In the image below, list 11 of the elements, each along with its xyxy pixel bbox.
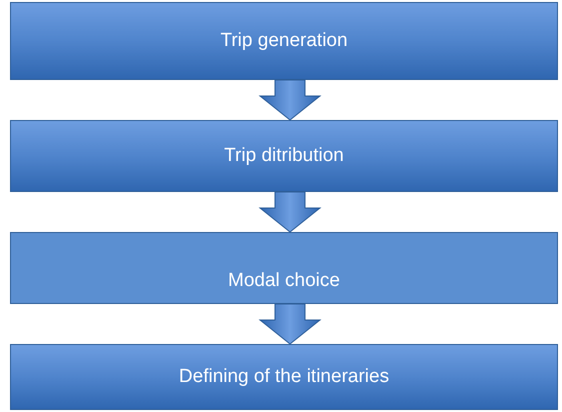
- process-box: [10, 232, 558, 304]
- step-label: Defining of the itineraries: [178, 364, 390, 389]
- step-label: Modal choice: [228, 268, 340, 292]
- process-box: [10, 120, 558, 192]
- step-label: Trip generation: [220, 28, 348, 53]
- process-box: [10, 344, 558, 410]
- process-box: [10, 2, 558, 80]
- block-arrow: [258, 304, 322, 345]
- step-label: Trip ditribution: [224, 144, 344, 168]
- block-arrow: [258, 80, 322, 121]
- block-arrow: [258, 192, 322, 233]
